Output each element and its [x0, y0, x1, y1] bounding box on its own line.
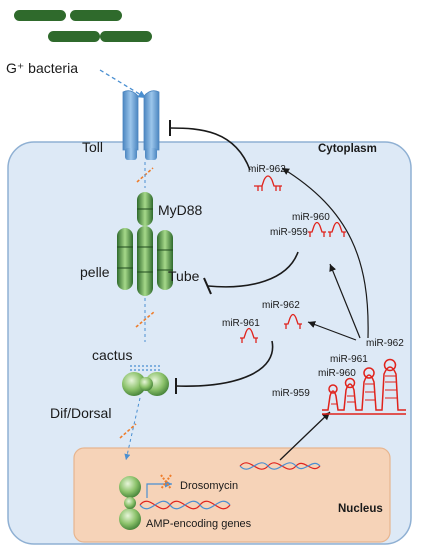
mir962-cactus-label: miR-962 — [262, 300, 300, 311]
cell-membrane — [7, 141, 412, 545]
mirna-cluster-hairpins — [322, 358, 406, 415]
mir962-toll-label: miR-962 — [248, 164, 286, 175]
cluster-to-mir962-toll-arrow — [281, 167, 369, 339]
dif-dorsal-dimer — [122, 372, 169, 396]
mir961-label: miR-961 — [222, 318, 260, 329]
amp-genes-label: AMP-encoding genes — [146, 518, 252, 530]
cluster-mir962-label: miR-962 — [366, 338, 404, 349]
mir961-inhibits-cactus — [175, 340, 274, 387]
cactus-inhibitor — [130, 365, 160, 371]
mir960-label: miR-960 — [292, 212, 330, 223]
nucleus-compartment — [73, 447, 391, 543]
bacteria-label: G⁺ bacteria — [6, 60, 78, 76]
cluster-to-mir962-961-arrow — [307, 321, 357, 341]
cytoplasm-label: Cytoplasm — [318, 143, 377, 155]
cluster-mir961-label: miR-961 — [330, 354, 368, 365]
tube-label: Tube — [168, 268, 200, 284]
mir959-label: miR-959 — [270, 227, 308, 238]
toll-label: Toll — [82, 139, 103, 155]
tube-inhibit-bar — [203, 277, 212, 295]
transcription-to-cluster-arrow — [279, 411, 331, 461]
cluster-to-mir960-959-arrow — [329, 263, 361, 339]
signal-break-2 — [135, 311, 155, 328]
dif-dorsal-label: Dif/Dorsal — [50, 405, 111, 421]
drosomycin-label: Drosomycin — [180, 480, 238, 492]
dimer-to-nucleus-arrow — [124, 397, 141, 461]
mir962-hairpin — [254, 175, 282, 191]
mir962-961-hairpins — [240, 313, 302, 343]
bacterium-2 — [70, 10, 122, 21]
cluster-mir960-label: miR-960 — [318, 368, 356, 379]
cluster-mir959-label: miR-959 — [272, 388, 310, 399]
nuclear-dimer — [119, 476, 141, 530]
myd88-label: MyD88 — [158, 202, 203, 218]
bacterium-4 — [100, 31, 152, 42]
bacteria-to-toll-arrow — [99, 69, 147, 99]
blocked-x-icon — [160, 474, 172, 490]
cactus-label: cactus — [92, 347, 132, 363]
mir960-959-inhibits-tube — [207, 251, 299, 288]
nucleus-label: Nucleus — [338, 503, 383, 515]
mir960-959-hairpins — [308, 221, 346, 237]
bacteria-group — [14, 10, 152, 42]
mir962-inhibits-toll — [169, 127, 251, 171]
myd88-protein — [137, 192, 153, 226]
mirna-gene-dna — [239, 462, 321, 470]
toll-receptor — [122, 90, 160, 160]
bacterium-1 — [14, 10, 66, 21]
pelle-tube-complex — [117, 226, 173, 296]
pelle-label: pelle — [80, 264, 110, 280]
signal-break-3 — [119, 423, 137, 439]
amp-gene-dna — [139, 500, 231, 510]
bacterium-3 — [48, 31, 100, 42]
